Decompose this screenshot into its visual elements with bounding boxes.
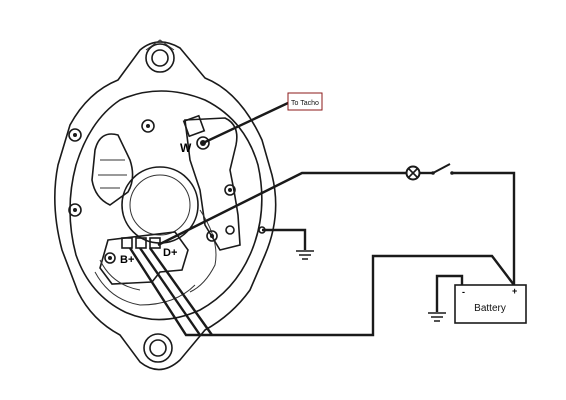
wire-w-to-tacho bbox=[202, 101, 289, 145]
housing-bolts bbox=[68, 119, 266, 264]
battery-plus-label: + bbox=[512, 286, 517, 296]
wire-battery-ground bbox=[435, 274, 464, 312]
battery: Battery - + bbox=[454, 284, 527, 324]
wires bbox=[128, 101, 516, 337]
rectifier-body bbox=[91, 133, 134, 206]
warning-lamp-icon bbox=[405, 165, 421, 181]
wire-b-plus-strand bbox=[139, 247, 201, 336]
to-tacho-label: To Tacho bbox=[291, 100, 319, 107]
wire-housing-ground bbox=[262, 228, 307, 250]
alternator-housing bbox=[54, 41, 277, 371]
alternator bbox=[54, 39, 277, 371]
wire-d-plus-lamp bbox=[157, 171, 407, 247]
terminal-w-label: W bbox=[180, 141, 192, 155]
regulator-plate bbox=[184, 117, 241, 251]
alternator-inner-ring bbox=[69, 90, 263, 321]
ignition-switch-icon bbox=[431, 163, 454, 175]
top-mounting-ear bbox=[145, 39, 175, 73]
wire-d-plus-strand bbox=[149, 247, 213, 336]
housing-ground-icon bbox=[296, 250, 314, 260]
wire-switch-to-battery bbox=[452, 171, 516, 285]
terminal-b-plus-label: B+ bbox=[120, 254, 134, 266]
terminal-block bbox=[99, 231, 189, 285]
battery-label: Battery bbox=[474, 303, 506, 314]
battery-ground-icon bbox=[428, 312, 446, 322]
wire-b-plus-battery bbox=[128, 247, 515, 337]
battery-minus-label: - bbox=[462, 287, 465, 297]
tacho-label-box: To Tacho bbox=[287, 92, 323, 111]
bottom-mounting-ear bbox=[143, 333, 173, 363]
terminal-d-plus-label: D+ bbox=[163, 247, 177, 259]
